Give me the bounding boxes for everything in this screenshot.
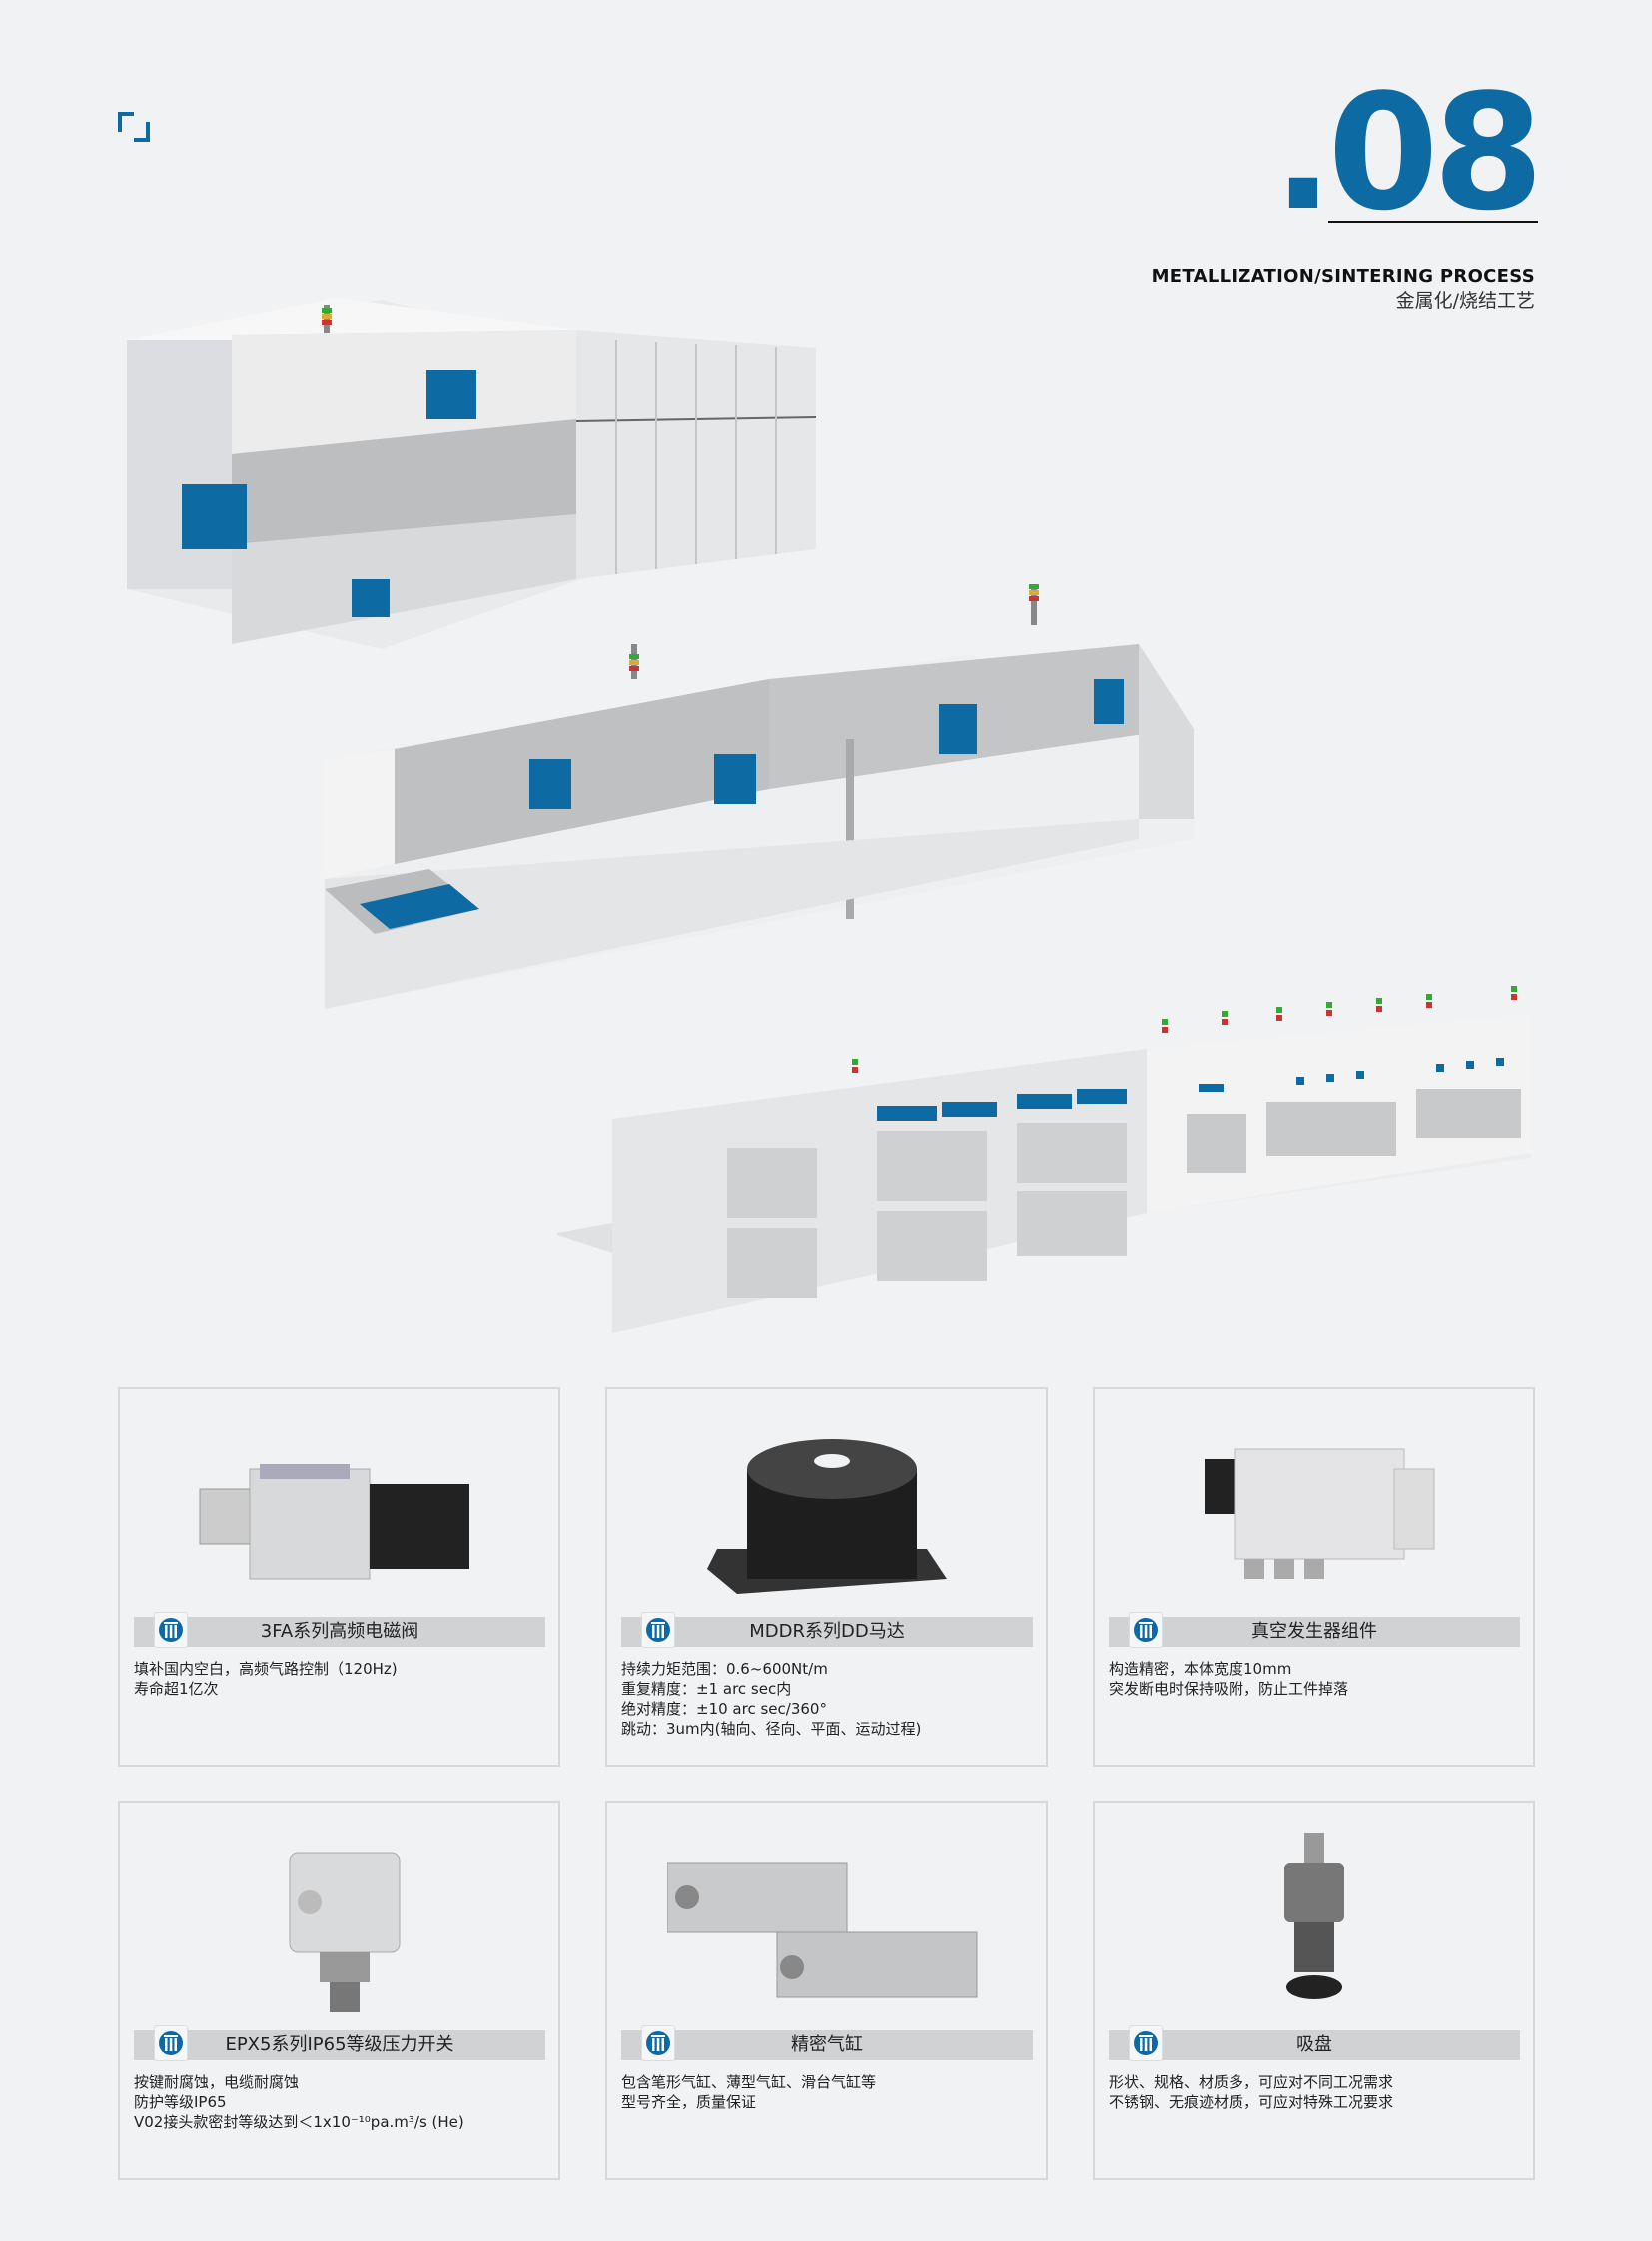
section-title-en: METALLIZATION/SINTERING PROCESS [1151, 266, 1535, 287]
section-number: .08 [1273, 80, 1538, 225]
description-line: 型号齐全，质量保证 [621, 2093, 757, 2111]
description-line: 持续力矩范围：0.6~600Nt/m [621, 1660, 828, 1678]
description-line: 绝对精度：±10 arc sec/360° [621, 1700, 827, 1718]
sintering-furnace-image-1 [127, 298, 817, 649]
product-description: 形状、规格、材质多，可应对不同工况需求不锈钢、无痕迹材质，可应对特殊工况要求 [1109, 2072, 1393, 2112]
product-title: EPX5系列IP65等级压力开关 [225, 2034, 454, 2055]
description-line: 形状、规格、材质多，可应对不同工况需求 [1109, 2073, 1394, 2091]
product-card-vacuum-generator: 真空发生器组件 构造精密，本体宽度10mm 突发断电时保持吸附，防止工件掉落 [1093, 1387, 1535, 1767]
brand-logo-icon [641, 1612, 675, 1648]
product-title-bar [621, 1617, 1033, 1647]
description-line: 不锈钢、无痕迹材质，可应对特殊工况要求 [1109, 2093, 1394, 2111]
product-title: 吸盘 [1296, 2034, 1332, 2055]
section-title-cn: 金属化/烧结工艺 [1395, 290, 1535, 312]
product-title-bar [134, 1617, 545, 1647]
product-title: 精密气缸 [791, 2034, 863, 2055]
brand-logo-icon [1129, 1612, 1163, 1648]
description-line: 按键耐腐蚀，电缆耐腐蚀 [134, 2073, 300, 2091]
product-description: 填补国内空白，高频气路控制（120Hz) 寿命超1亿次 [134, 1659, 398, 1699]
section-number-underline [1328, 221, 1538, 223]
description-line: V02接头款密封等级达到＜1x10⁻¹⁰pa.m³/s (He) [134, 2113, 464, 2131]
pressure-switch-image [289, 1852, 401, 2012]
product-title-bar [134, 2030, 545, 2060]
corner-bracket-icon [118, 112, 150, 142]
precision-cylinder-image [667, 1862, 978, 1998]
description-line: 防护等级IP65 [134, 2093, 227, 2111]
description-line: 突发断电时保持吸附，防止工件掉落 [1109, 1680, 1349, 1698]
product-card-dd-motor: MDDR系列DD马达 持续力矩范围：0.6~600Nt/m 重复精度：±1 arc… [605, 1387, 1048, 1767]
section-number-text: .08 [1272, 83, 1538, 223]
sintering-furnace-image-3 [557, 986, 1531, 1333]
product-card-precision-cylinder: 精密气缸 包含笔形气缸、薄型气缸、滑台气缸等型号齐全，质量保证 [605, 1801, 1048, 2180]
product-title: 3FA系列高频电磁阀 [260, 1621, 419, 1642]
suction-cup-image [1284, 1833, 1344, 1999]
product-card-solenoid-valve: 3FA系列高频电磁阀 填补国内空白，高频气路控制（120Hz) 寿命超1亿次 [118, 1387, 560, 1767]
brand-logo-icon [1129, 2025, 1163, 2061]
description-line: 跳动：3um内(轴向、径向、平面、运动过程) [621, 1720, 922, 1738]
product-title: MDDR系列DD马达 [749, 1621, 905, 1642]
product-title-bar [1109, 1617, 1520, 1647]
product-description: 包含笔形气缸、薄型气缸、滑台气缸等型号齐全，质量保证 [621, 2072, 876, 2112]
description-line: 重复精度：±1 arc sec内 [621, 1680, 792, 1698]
brand-logo-icon [154, 2025, 188, 2061]
description-line: 构造精密，本体宽度10mm [1109, 1660, 1292, 1678]
solenoid-valve-image [199, 1464, 469, 1580]
sintering-furnace-image-2 [325, 584, 1194, 1009]
product-description: 构造精密，本体宽度10mm 突发断电时保持吸附，防止工件掉落 [1109, 1659, 1348, 1699]
product-title-bar [1109, 2030, 1520, 2060]
brand-logo-icon [641, 2025, 675, 2061]
description-line: 填补国内空白，高频气路控制（120Hz) [134, 1660, 398, 1678]
description-line: 寿命超1亿次 [134, 1680, 219, 1698]
product-card-suction-cup: 吸盘 形状、规格、材质多，可应对不同工况需求不锈钢、无痕迹材质，可应对特殊工况要… [1093, 1801, 1535, 2180]
brand-logo-icon [154, 1612, 188, 1648]
dd-motor-image [707, 1439, 947, 1594]
vacuum-generator-image [1205, 1448, 1435, 1579]
product-title-bar [621, 2030, 1033, 2060]
product-title: 真空发生器组件 [1251, 1621, 1377, 1642]
description-line: 包含笔形气缸、薄型气缸、滑台气缸等 [621, 2073, 877, 2091]
product-description: 持续力矩范围：0.6~600Nt/m 重复精度：±1 arc sec内绝对精度：±… [621, 1659, 921, 1739]
